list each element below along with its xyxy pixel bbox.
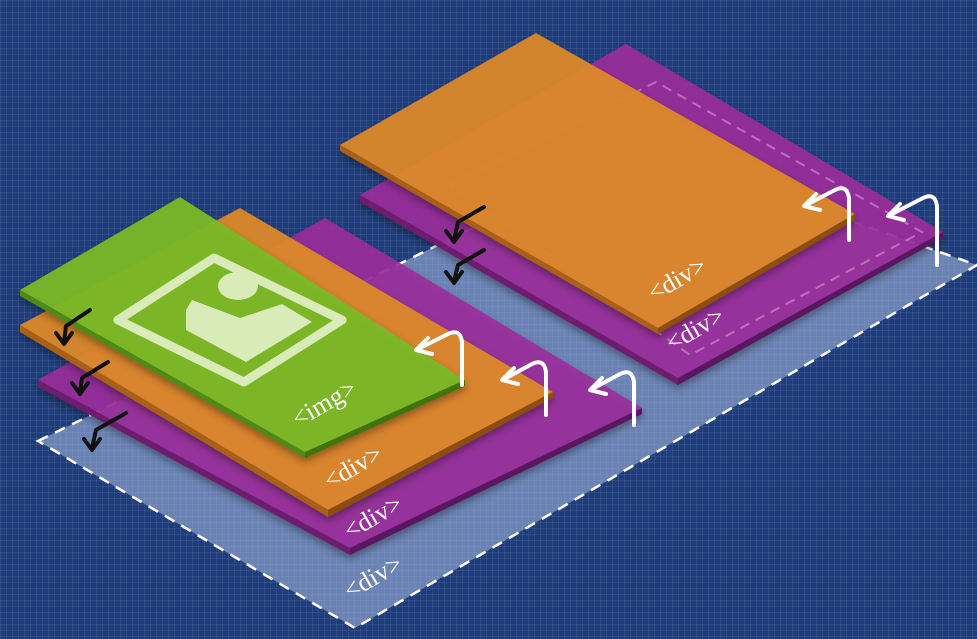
right-purple-div-edge [360,195,678,385]
arrow-icon [414,330,464,387]
img-edge [20,290,305,458]
arrow-icon [54,308,92,346]
arrow-icon [802,186,851,242]
arrow-icon [500,360,548,417]
left-purple-div-edge-right [350,408,642,555]
left-purple-div-edge [38,380,350,555]
right-orange-div-layer [340,33,855,334]
right-orange-div-edge-right [658,214,855,334]
right-purple-div-edge-right [678,232,943,385]
arrow-icon [444,248,486,285]
right-orange-div-edge [340,145,658,334]
arrow-icon [588,370,636,427]
right-orange-div-plane [340,33,855,328]
arrow-icon [70,360,110,396]
left-orange-div-edge-right [328,392,553,517]
arrow-icon [82,411,128,452]
arrow-icon [886,194,939,267]
left-orange-div-edge [20,325,328,517]
arrow-icon [444,205,486,244]
image-icon [113,253,347,387]
img-edge-right [305,380,465,458]
